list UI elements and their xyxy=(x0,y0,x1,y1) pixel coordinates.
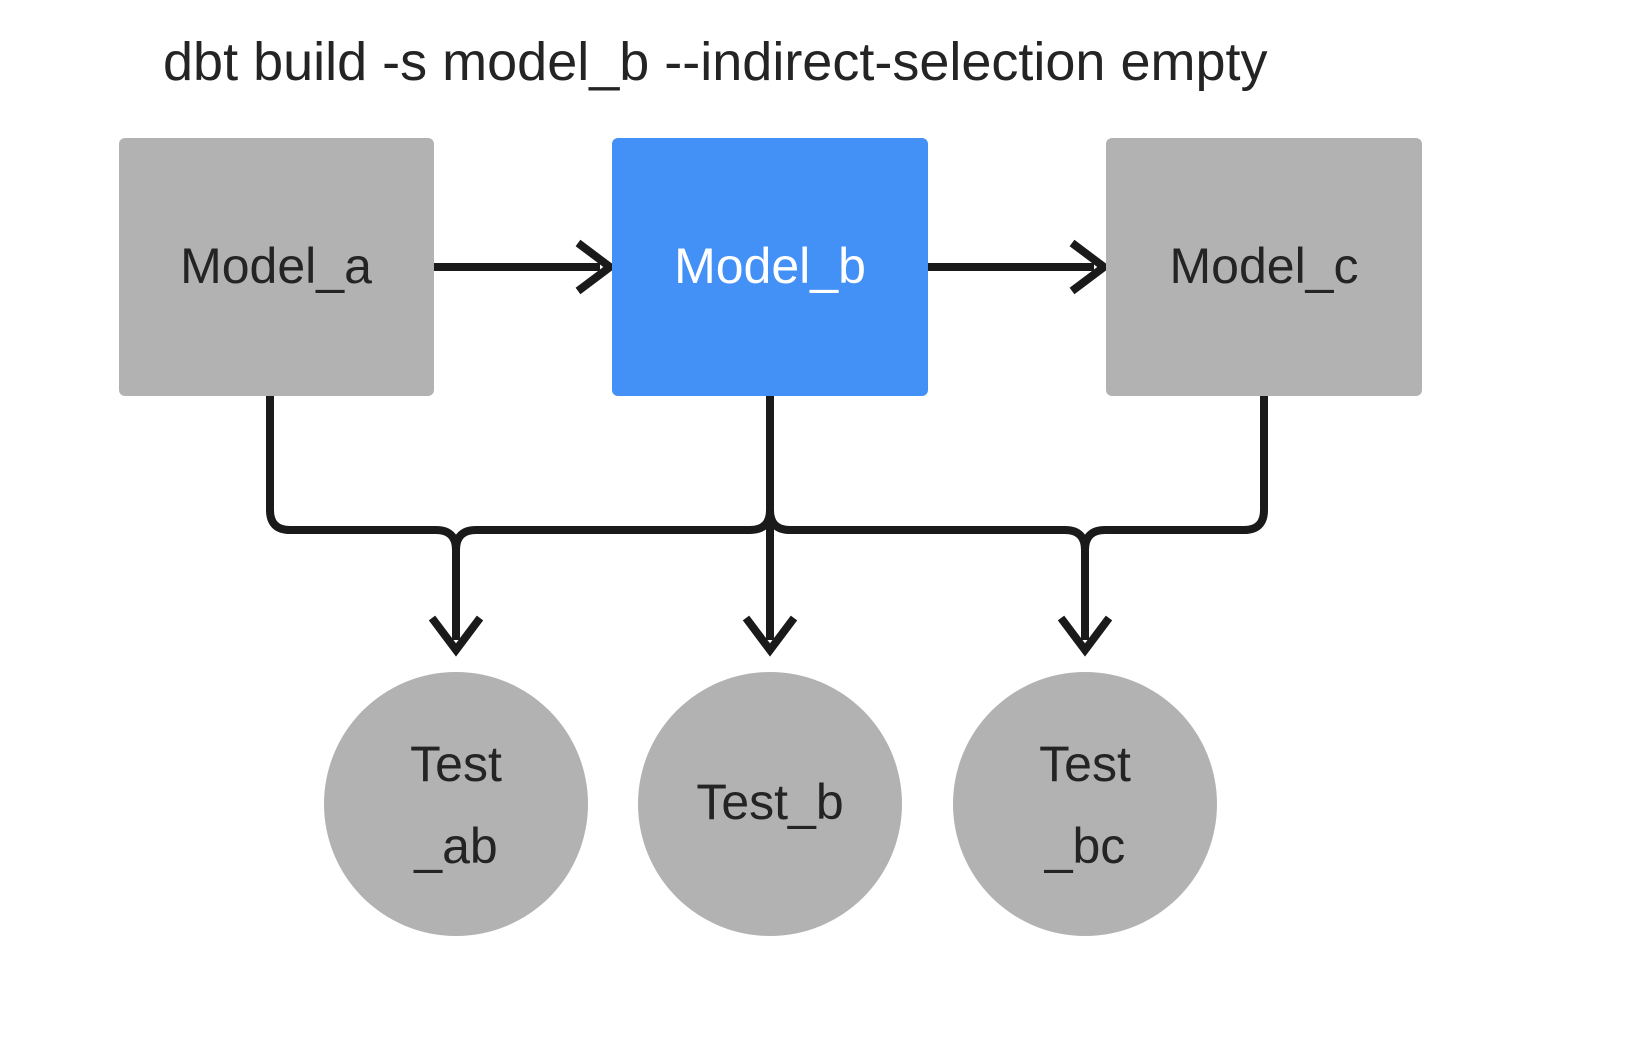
node-model-a[interactable]: Model_a xyxy=(119,138,434,396)
node-test-bc-label-line1: Test xyxy=(1039,736,1131,792)
test-node-layer: Test _ab Test_b Test _bc xyxy=(324,672,1217,936)
node-model-a-shape[interactable] xyxy=(119,138,434,396)
edge-model-c-to-test-bc xyxy=(1081,396,1268,640)
edge-model-b-to-test-bc xyxy=(766,396,1113,657)
model-node-layer: Model_a Model_b Model_c xyxy=(119,138,1422,396)
node-test-ab-label-line2: _ab xyxy=(413,818,497,874)
edge-model-a-to-model-b xyxy=(434,239,617,295)
node-test-bc-shape[interactable] xyxy=(953,672,1217,936)
node-model-a-label: Model_a xyxy=(180,238,372,294)
node-model-c-label: Model_c xyxy=(1170,238,1359,294)
edge-model-b-to-model-c xyxy=(928,239,1111,295)
edge-model-b-to-test-ab xyxy=(452,396,774,640)
node-model-c[interactable]: Model_c xyxy=(1106,138,1422,396)
node-model-b-label: Model_b xyxy=(674,238,866,294)
edge-model-a-to-test-ab xyxy=(266,396,484,657)
node-test-ab[interactable]: Test _ab xyxy=(324,672,588,936)
node-test-bc-label-line2: _bc xyxy=(1044,818,1126,874)
node-test-b-label-line1: Test_b xyxy=(696,774,843,830)
node-test-ab-shape[interactable] xyxy=(324,672,588,936)
node-test-b[interactable]: Test_b xyxy=(638,672,902,936)
node-test-bc[interactable]: Test _bc xyxy=(953,672,1217,936)
edge-layer xyxy=(266,239,1268,657)
node-model-b[interactable]: Model_b xyxy=(612,138,928,396)
node-model-b-shape[interactable] xyxy=(612,138,928,396)
page-title: dbt build -s model_b --indirect-selectio… xyxy=(163,32,1268,92)
node-model-c-shape[interactable] xyxy=(1106,138,1422,396)
node-test-ab-label-line1: Test xyxy=(410,736,502,792)
node-test-b-shape[interactable] xyxy=(638,672,902,936)
